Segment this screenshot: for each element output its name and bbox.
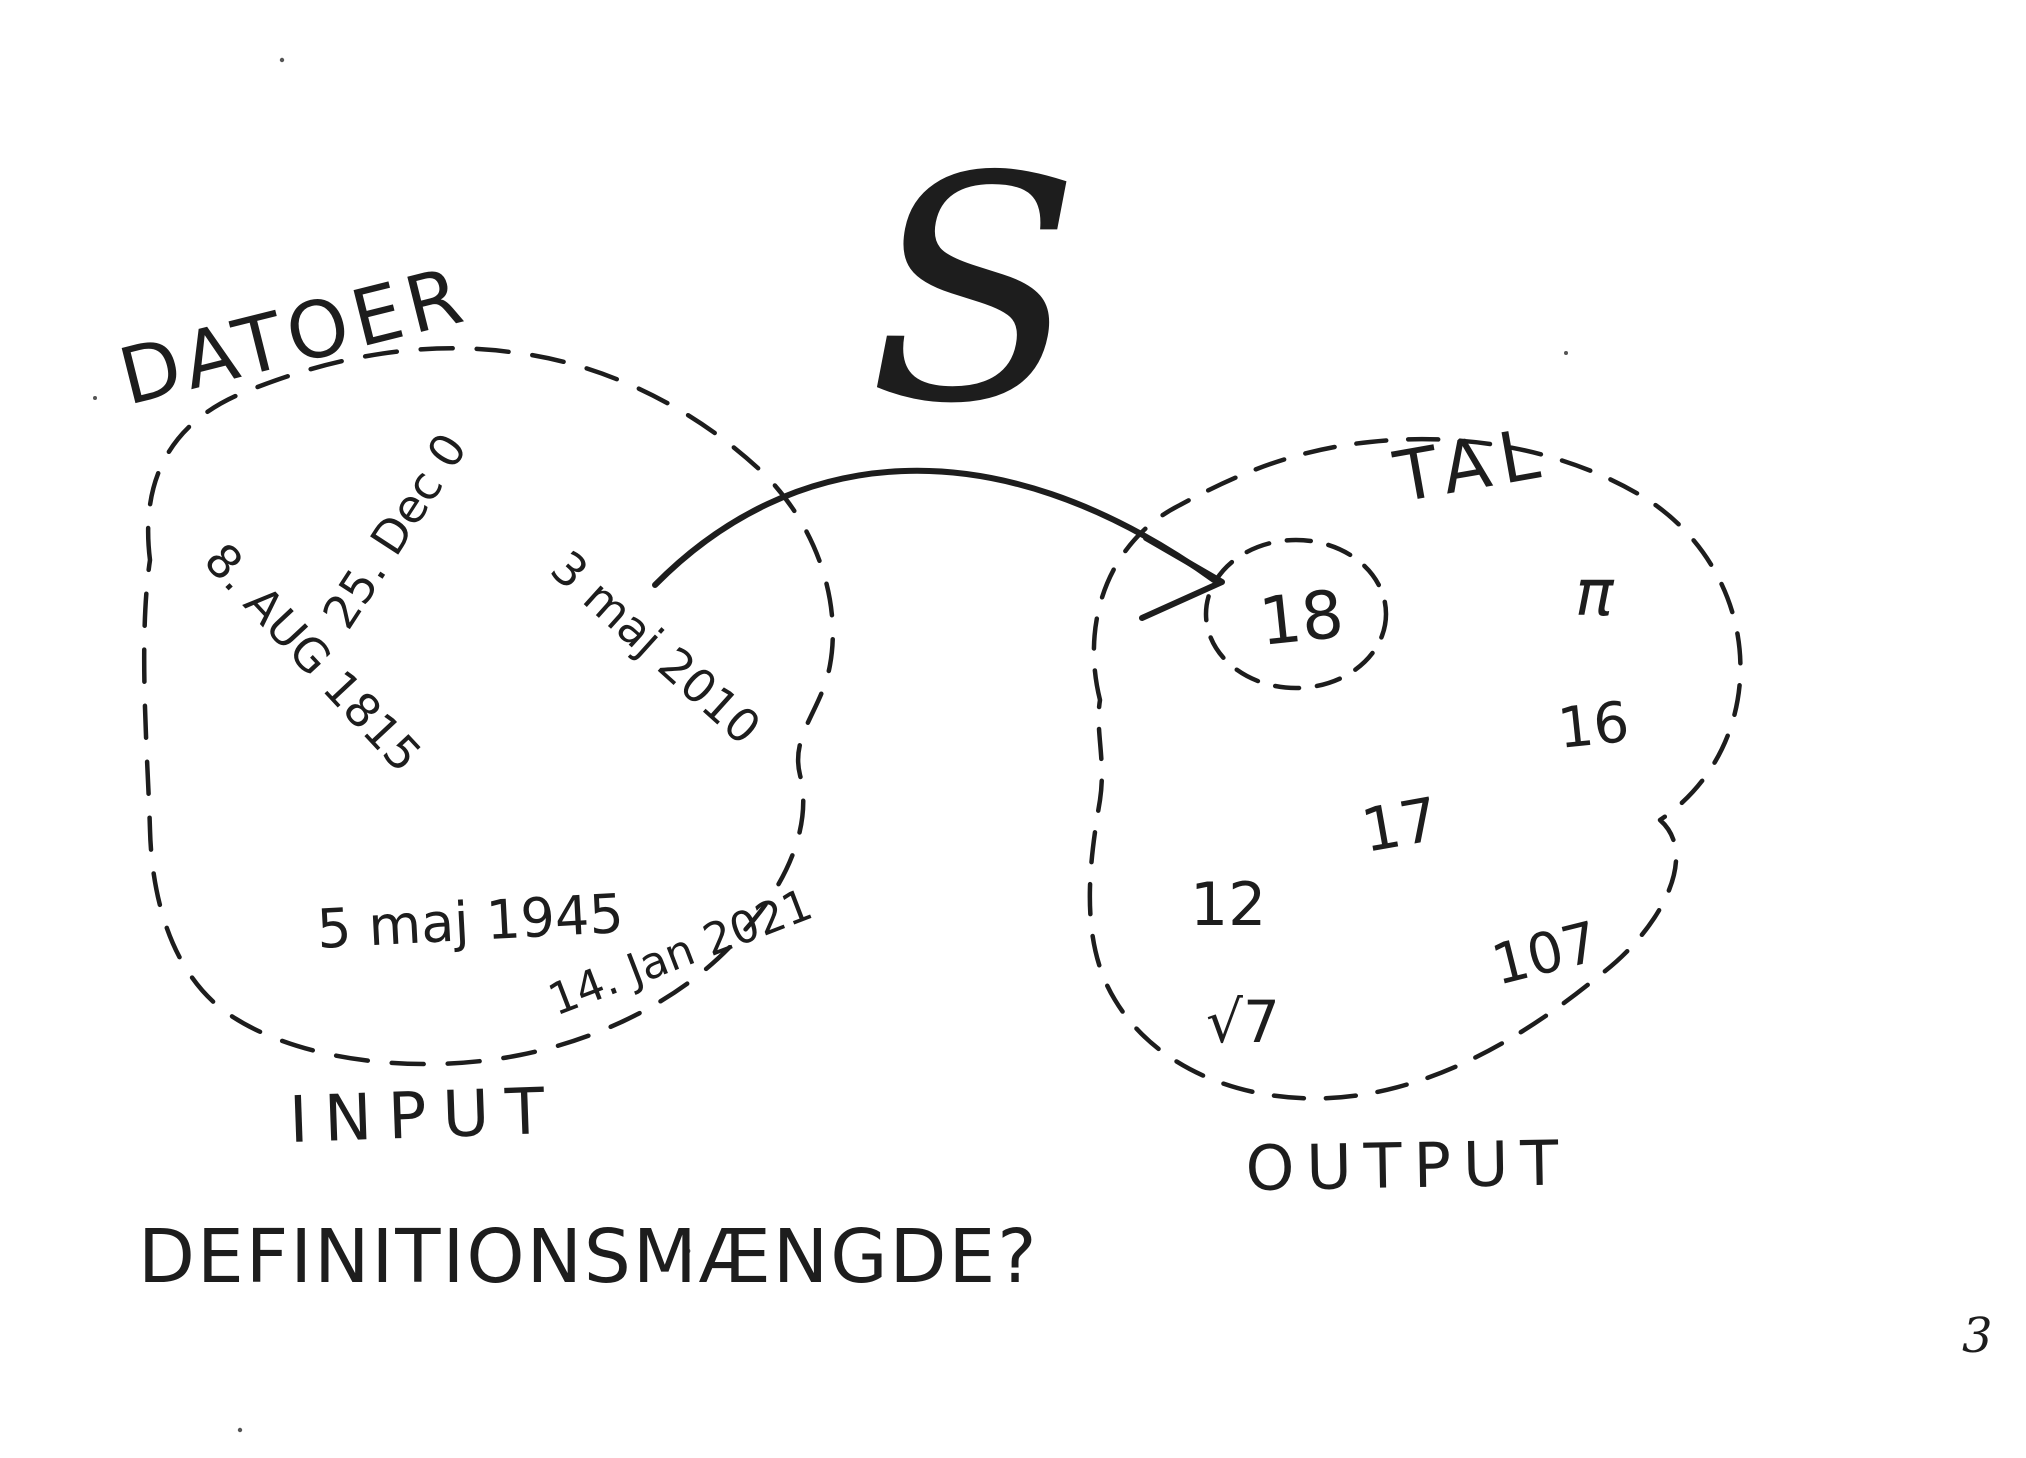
scan-artifact-dot	[237, 1427, 243, 1433]
output-caption: OUTPUT	[1245, 1126, 1571, 1205]
mapping-arrow	[652, 467, 1225, 621]
definition-set-question-label: DEFINITIONSMÆNGDE?	[138, 1214, 1039, 1300]
input-element-3-maj-2010: 3 maj 2010	[541, 540, 771, 755]
input-element-5-maj-1945: 5 maj 1945	[315, 882, 625, 961]
mapping-arrow-curve	[652, 467, 1217, 588]
scan-artifact-dot	[93, 396, 97, 400]
scan-artifact-dot	[685, 1248, 691, 1254]
input-element-25-dec-0: 25. Dec 0	[312, 423, 477, 637]
output-mapped-value: 18	[1256, 576, 1348, 661]
input-set-label: DATOER	[111, 250, 477, 423]
output-element-12: 12	[1190, 870, 1266, 940]
mapped-value-outline	[1203, 537, 1389, 691]
scan-artifact-dot	[1564, 351, 1568, 355]
page-number: 3	[1962, 1308, 1993, 1364]
output-element-sqrt7: √7	[1206, 988, 1280, 1056]
arrowhead-icon	[1139, 535, 1225, 621]
scan-artifact-dot	[279, 57, 285, 63]
output-set-label: TAL	[1388, 411, 1555, 519]
output-element-16: 16	[1555, 690, 1633, 762]
output-element-17: 17	[1356, 785, 1443, 867]
input-caption: INPUT	[288, 1075, 562, 1158]
output-set-outline	[1087, 436, 1743, 1101]
output-element-pi: π	[1575, 557, 1615, 631]
function-name-label: S	[868, 111, 1080, 472]
